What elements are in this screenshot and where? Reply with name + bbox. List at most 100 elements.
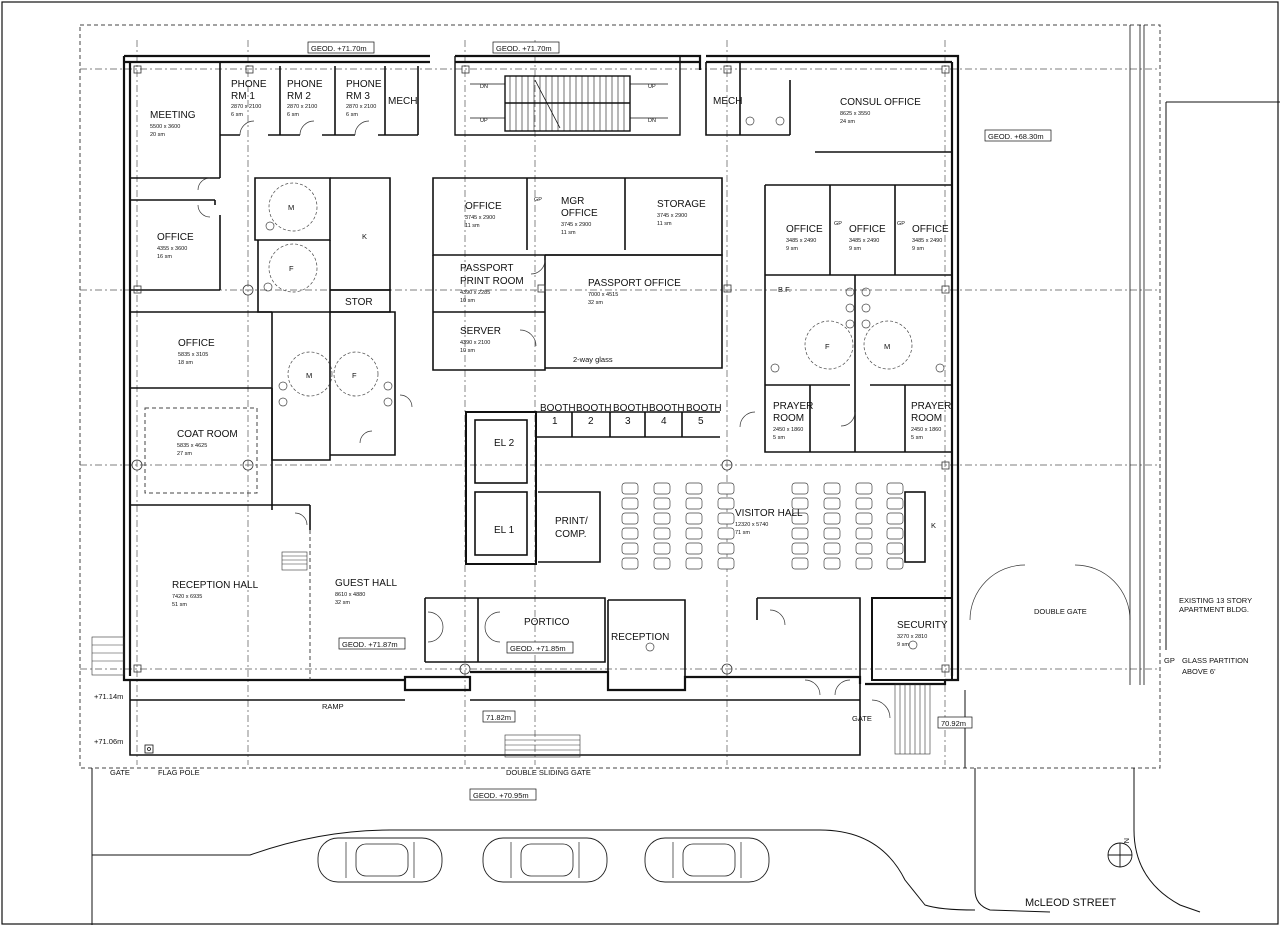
svg-text:2450 x 1860: 2450 x 1860 [911, 427, 941, 433]
svg-text:9 sm: 9 sm [849, 246, 861, 252]
svg-text:DN: DN [648, 118, 656, 124]
svg-text:GP: GP [534, 197, 542, 203]
visitor-chair [621, 542, 639, 555]
level-7182: 71.82m [486, 713, 511, 722]
el2-name: EL 2 [494, 438, 515, 449]
mgr-office-name: MGR [561, 196, 584, 207]
existing-building-label: EXISTING 13 STORY [1179, 596, 1252, 605]
north-arrow [1107, 842, 1133, 868]
security-name: SECURITY [897, 620, 948, 631]
svg-text:APARTMENT BLDG.: APARTMENT BLDG. [1179, 605, 1249, 614]
visitor-hall-seating [621, 482, 904, 570]
mech-left-name: MECH [388, 96, 417, 107]
booth-2-number: 2 [588, 416, 594, 427]
double-sliding-gate-label: DOUBLE SLIDING GATE [506, 768, 591, 777]
passport-office-name: PASSPORT OFFICE [588, 278, 681, 289]
svg-text:F: F [352, 371, 357, 380]
svg-text:9 sm: 9 sm [786, 246, 798, 252]
prayer-room-left-name: PRAYER [773, 401, 813, 412]
svg-text:3270 x 2810: 3270 x 2810 [897, 634, 927, 640]
visitor-chair [685, 542, 703, 555]
reception-name: RECEPTION [611, 632, 669, 643]
svg-text:32 sm: 32 sm [588, 300, 603, 306]
svg-text:M: M [306, 371, 312, 380]
visitor-chair [823, 497, 841, 510]
svg-text:K: K [931, 521, 936, 530]
booth-4-label: BOOTH [649, 403, 685, 414]
ramp-label: RAMP [322, 702, 344, 711]
svg-text:OFFICE: OFFICE [561, 208, 598, 219]
visitor-chair [886, 527, 904, 540]
svg-text:3485 x 2490: 3485 x 2490 [849, 238, 879, 244]
visitor-chair [886, 482, 904, 495]
visitor-chair [621, 482, 639, 495]
svg-text:3485 x 2490: 3485 x 2490 [912, 238, 942, 244]
passport-print-name: PASSPORT [460, 263, 514, 274]
mech-right-name: MECH [713, 96, 742, 107]
svg-text:3745 x 2900: 3745 x 2900 [465, 215, 495, 221]
svg-text:27 sm: 27 sm [177, 451, 192, 457]
entry-stairs [91, 551, 931, 758]
svg-text:6 sm: 6 sm [287, 112, 299, 118]
svg-text:RM 2: RM 2 [287, 91, 311, 102]
visitor-chair [823, 512, 841, 525]
site-labels: RAMP GATE FLAG POLE DOUBLE SLIDING GATE … [110, 596, 1252, 909]
booth-2-label: BOOTH [576, 403, 612, 414]
elevation-labels: GEOD. +71.70m GEOD. +71.70m GEOD. +68.30… [94, 44, 1044, 800]
geod-right: GEOD. +68.30m [988, 132, 1044, 141]
svg-text:5835 x 3105: 5835 x 3105 [178, 352, 208, 358]
print-comp-name: PRINT/ [555, 516, 588, 527]
consul-office-name: CONSUL OFFICE [840, 97, 921, 108]
office-center-name: OFFICE [465, 201, 502, 212]
svg-text:UP: UP [480, 118, 488, 124]
svg-text:11 sm: 11 sm [561, 230, 576, 236]
visitor-chair [685, 482, 703, 495]
office-left2-name: OFFICE [178, 338, 215, 349]
svg-text:ROOM: ROOM [911, 413, 942, 424]
visitor-chair [653, 557, 671, 570]
geod-top-left: GEOD. +71.70m [311, 44, 367, 53]
visitor-hall-name: VISITOR HALL [735, 508, 803, 519]
double-gate-label: DOUBLE GATE [1034, 607, 1087, 616]
svg-text:ABOVE 6': ABOVE 6' [1182, 667, 1216, 676]
server-name: SERVER [460, 326, 501, 337]
street-name: McLEOD STREET [1025, 897, 1116, 909]
svg-text:11 sm: 11 sm [465, 223, 480, 229]
booth-3-label: BOOTH [613, 403, 649, 414]
visitor-chair [653, 542, 671, 555]
level-7106: +71.06m [94, 737, 123, 746]
visitor-chair [855, 557, 873, 570]
booth-1-label: BOOTH [540, 403, 576, 414]
phone-rm3-name: PHONE [346, 79, 382, 90]
svg-text:5 sm: 5 sm [773, 435, 785, 441]
gate-right-label: GATE [852, 714, 872, 723]
visitor-chair [653, 512, 671, 525]
visitor-chair [855, 512, 873, 525]
el1-name: EL 1 [494, 525, 515, 536]
svg-text:M: M [884, 342, 890, 351]
visitor-chair [791, 512, 809, 525]
svg-text:COMP.: COMP. [555, 529, 587, 540]
visitor-chair [621, 512, 639, 525]
svg-text:F: F [825, 342, 830, 351]
svg-text:3745 x 2900: 3745 x 2900 [561, 222, 591, 228]
visitor-chair [855, 497, 873, 510]
svg-text:18 sm: 18 sm [178, 360, 193, 366]
site-context [91, 25, 1280, 925]
portico-name: PORTICO [524, 617, 570, 628]
booth-3-number: 3 [625, 416, 631, 427]
svg-text:8610 x 4880: 8610 x 4880 [335, 592, 365, 598]
geod-bottom: GEOD. +70.95m [473, 791, 529, 800]
visitor-chair [791, 527, 809, 540]
visitor-chair [717, 542, 735, 555]
svg-text:RM 1: RM 1 [231, 91, 255, 102]
svg-text:GP: GP [834, 221, 842, 227]
svg-text:7000 x 4515: 7000 x 4515 [588, 292, 618, 298]
svg-text:32 sm: 32 sm [335, 600, 350, 606]
booth-5-number: 5 [698, 416, 704, 427]
prayer-room-right-name: PRAYER [911, 401, 951, 412]
svg-text:7420 x 6935: 7420 x 6935 [172, 594, 202, 600]
visitor-chair [653, 527, 671, 540]
